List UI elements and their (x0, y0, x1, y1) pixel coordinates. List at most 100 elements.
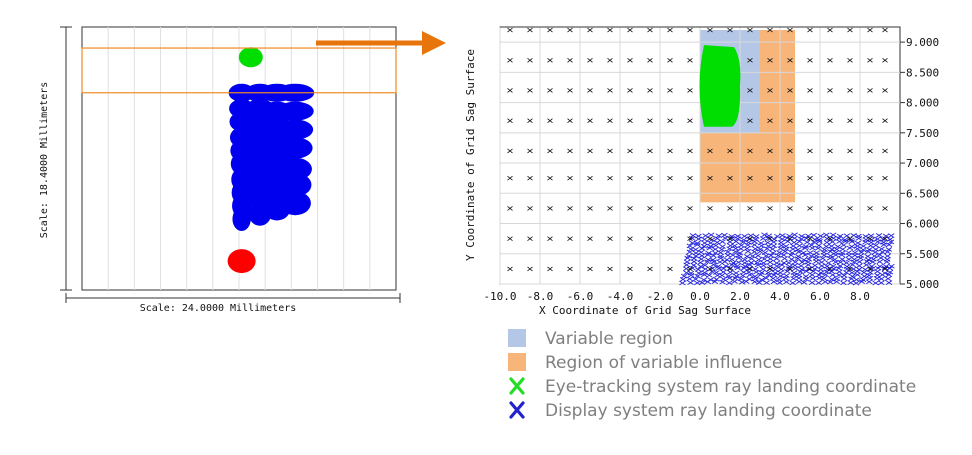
grid-marker-x (567, 118, 573, 124)
display-ray-point (875, 232, 883, 238)
grid-marker-x (867, 118, 873, 124)
display-ray-point (876, 252, 883, 258)
grid-marker-x (647, 148, 653, 154)
display-ray-point (814, 245, 822, 251)
grid-marker-x (827, 266, 833, 272)
display-ray-point (701, 262, 709, 268)
display-ray-point (739, 273, 747, 278)
x-tick-label: -8.0 (527, 290, 554, 303)
display-ray-point (800, 280, 808, 285)
display-ray-point (732, 239, 740, 244)
grid-marker-x (547, 266, 553, 272)
display-ray-point (815, 280, 823, 286)
grid-marker-x (627, 266, 633, 272)
display-ray-point (857, 255, 864, 261)
display-ray-point (717, 250, 724, 255)
grid-marker-x (587, 206, 593, 211)
display-ray-point (880, 242, 888, 248)
display-ray-point (735, 259, 742, 265)
grid-marker-x (787, 236, 793, 241)
display-ray-point (694, 242, 701, 248)
grid-marker-x (547, 175, 553, 181)
grid-marker-x (667, 57, 673, 63)
y-axis-label: Y Coordinate of Grid Sag Surface (464, 49, 477, 261)
grid-marker-x (547, 118, 553, 124)
display-ray-point (700, 243, 708, 249)
grid-marker-x (627, 27, 633, 33)
display-ray-point (815, 237, 823, 242)
display-ray-point (760, 263, 767, 268)
grid-marker-x (547, 206, 553, 211)
display-ray-point (759, 236, 767, 241)
display-ray-point (775, 253, 782, 258)
grid-marker-x (627, 88, 633, 93)
display-ray-cloud (679, 232, 895, 286)
display-ray-point (761, 232, 768, 238)
grid-marker-x (787, 148, 793, 154)
spot-point (230, 152, 253, 175)
display-ray-point (714, 236, 721, 241)
grid-marker-x (727, 27, 733, 33)
display-ray-point (860, 243, 867, 249)
grid-marker-x (767, 236, 773, 241)
grid-marker-x (867, 88, 873, 93)
display-ray-point (796, 239, 803, 244)
display-ray-point (818, 259, 825, 265)
x-tick-label: 2.0 (730, 290, 750, 303)
grid-marker-x (527, 148, 533, 154)
grid-marker-x (647, 27, 653, 33)
spot-point (279, 173, 312, 197)
display-ray-point (773, 256, 780, 262)
grid-marker-x (507, 27, 513, 33)
grid-marker-x (867, 57, 873, 63)
grid-marker-x (747, 266, 753, 272)
display-ray-point (854, 246, 861, 252)
grid-marker-x (547, 27, 553, 33)
display-ray-point (779, 233, 786, 238)
grid-marker-x (807, 88, 813, 93)
display-ray-point (823, 236, 831, 241)
display-ray-point (754, 253, 762, 259)
grid-marker-x (547, 88, 553, 93)
display-ray-point (797, 269, 804, 275)
grid-marker-x (507, 148, 513, 154)
grid-marker-x (667, 175, 673, 181)
display-ray-point (686, 276, 693, 282)
grid-marker-x (607, 236, 613, 241)
display-ray-point (840, 276, 848, 282)
grid-marker-x (647, 236, 653, 241)
display-ray-point (817, 233, 824, 239)
display-ray-point (820, 276, 828, 281)
display-ray-point (884, 249, 891, 255)
y-tick-label: 7.500 (906, 127, 939, 140)
region-rect (700, 132, 795, 203)
grid-marker-x (567, 206, 573, 211)
display-ray-point (778, 266, 785, 272)
grid-marker-x (707, 266, 713, 272)
display-ray-point (845, 256, 853, 262)
display-ray-point (770, 243, 778, 249)
grid-marker-x (507, 88, 513, 93)
display-ray-point (679, 276, 687, 282)
grid-marker-x (507, 57, 513, 63)
grid-marker-x (607, 206, 613, 211)
grid-marker-x (767, 206, 773, 211)
grid-marker-x (707, 27, 713, 33)
grid-marker-x (647, 118, 653, 124)
display-ray-point (791, 232, 798, 238)
display-ray-point (860, 270, 868, 275)
grid-marker-x (567, 148, 573, 154)
display-ray-point (726, 246, 733, 252)
display-ray-point (846, 245, 854, 251)
display-ray-point (817, 270, 825, 276)
grid-marker-x (767, 88, 773, 93)
spot-point (277, 119, 314, 140)
grid-marker-x (827, 148, 833, 154)
display-ray-point (795, 275, 803, 281)
grid-marker-x (547, 236, 553, 241)
display-ray-point (840, 273, 848, 278)
display-ray-point (808, 280, 816, 285)
display-ray-point (783, 279, 790, 285)
display-ray-point (706, 245, 713, 251)
grid-marker-x (847, 148, 853, 154)
